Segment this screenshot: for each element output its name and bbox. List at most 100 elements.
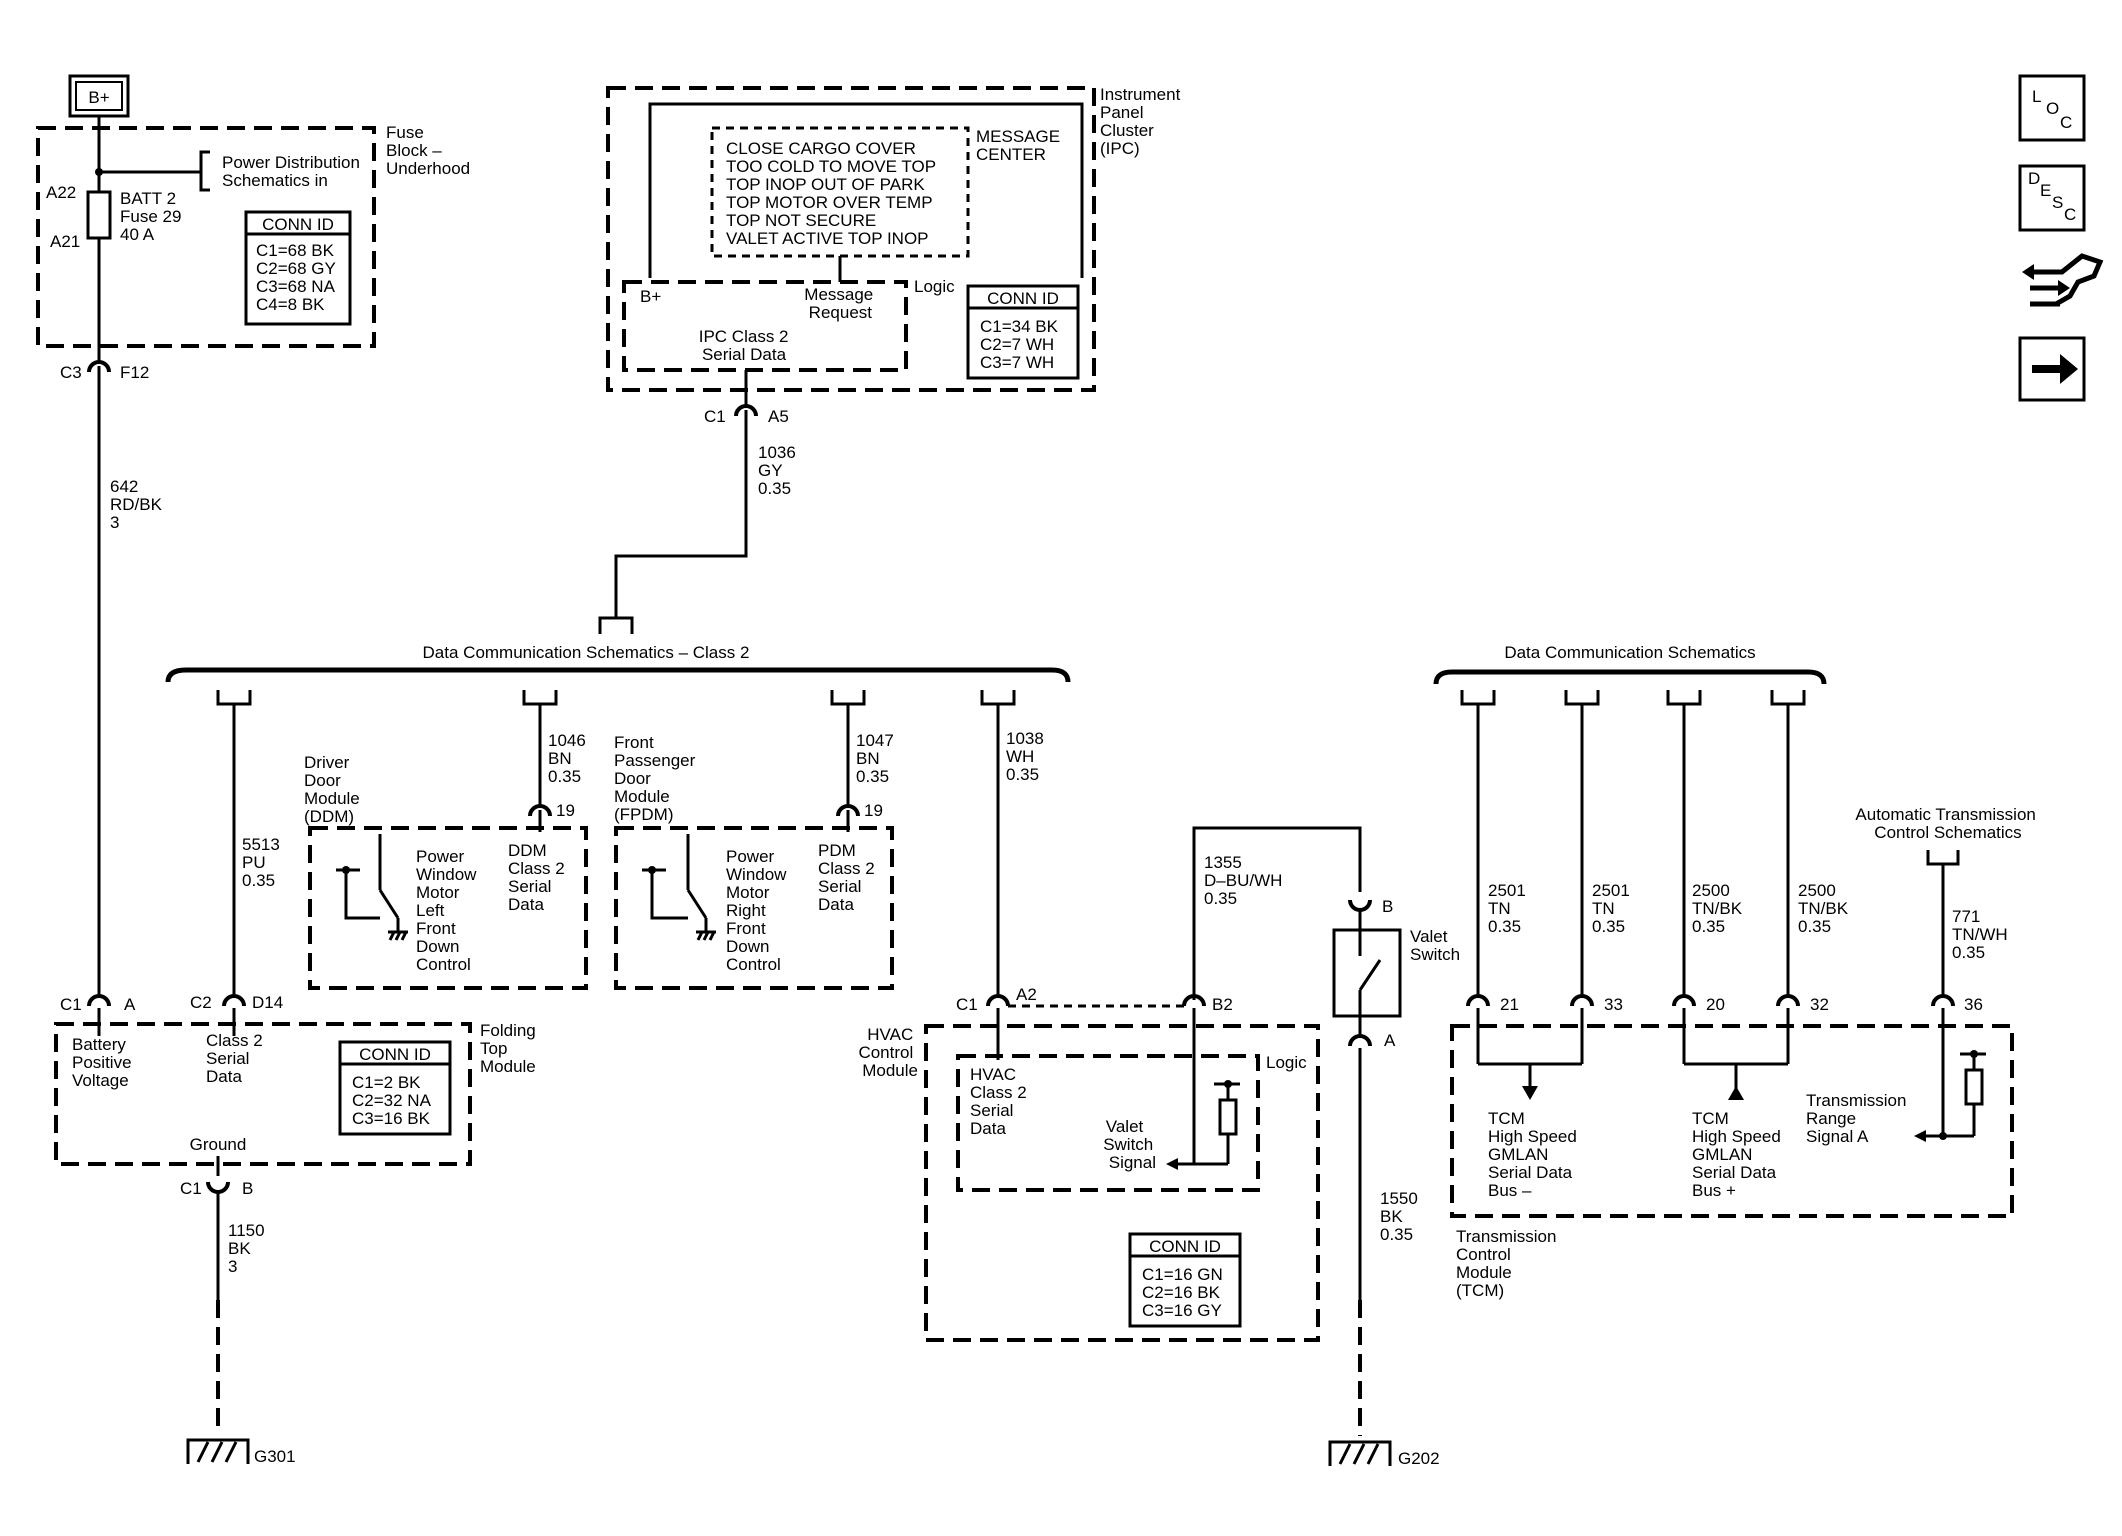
fpdm-motor-switch-icon (642, 834, 716, 941)
hvac-valet-signal-label: Valet Switch Signal (1103, 1117, 1158, 1172)
ddm-serial-label: DDM Class 2 Serial Data (508, 841, 569, 914)
desc-letter-c: C (2064, 205, 2076, 224)
folding-top-boundary (54, 1022, 472, 1166)
ftm-c1-connector-icon (87, 994, 111, 1007)
class2-bus-label[interactable]: Data Communication Schematics – Class 2 (423, 643, 750, 662)
power-distribution-ref[interactable]: Power Distribution Schematics in (222, 153, 365, 190)
loc-letter-o: O (2046, 99, 2059, 118)
ddm-motor-label: Power Window Motor Left Front Down Contr… (416, 847, 481, 974)
ipc-logic-box (622, 280, 908, 372)
valet-switch-box[interactable] (1332, 928, 1402, 1018)
valet-a-connector-icon (1348, 1034, 1372, 1047)
wire-1550-label: 1550 BK 0.35 (1380, 1189, 1423, 1244)
ipc-serial-label: IPC Class 2 Serial Data (699, 327, 793, 364)
auto-trans-ref[interactable]: Automatic Transmission Control Schematic… (1855, 805, 2040, 842)
ground-g301-icon (186, 1438, 250, 1464)
ftm-ground-pin: B (242, 1179, 253, 1198)
loc-letter-l: L (2032, 87, 2041, 106)
message-center-label: MESSAGE CENTER (976, 127, 1065, 164)
ipc-boundary (606, 86, 1096, 392)
ground-g301-label: G301 (254, 1447, 296, 1466)
right-arrow-icon (2060, 354, 2078, 384)
fuse-conn-id-list: C1=68 BK C2=68 GY C3=68 NA C4=8 BK (256, 241, 340, 314)
c3-connector-icon (87, 360, 111, 373)
tcm-title: Transmission Control Module (TCM) (1456, 1227, 1561, 1300)
tcm-bus-plus-arrow-icon (1728, 1086, 1744, 1100)
hvac-serial-label: HVAC Class 2 Serial Data (970, 1065, 1031, 1138)
hvac-pin-b2: B2 (1212, 995, 1233, 1014)
hvac-logic-box (956, 1054, 1260, 1192)
tcm-bus-minus-label: TCM High Speed GMLAN Serial Data Bus – (1488, 1109, 1582, 1200)
loc-letter-c: C (2060, 113, 2072, 132)
ipc-conn-id-list: C1=34 BK C2=7 WH C3=7 WH (980, 317, 1063, 372)
ddm-boundary (308, 826, 588, 990)
ftm-battery-label: Battery Positive Voltage (72, 1035, 136, 1090)
fpdm-serial-label: PDM Class 2 Serial Data (818, 841, 879, 914)
ftm-conn-id-box (338, 1040, 452, 1136)
ddm-connector-icon (528, 804, 552, 817)
hvac-logic-label: Logic (1266, 1053, 1307, 1072)
wire-1150-label: 1150 BK 3 (228, 1221, 269, 1276)
desc-button[interactable]: D E S C (2018, 164, 2086, 232)
tcm-bus-plus-label: TCM High Speed GMLAN Serial Data Bus + (1692, 1109, 1786, 1200)
ipc-connector-icon (734, 404, 758, 417)
fpdm-connector-icon (836, 804, 860, 817)
tcm-range-label: Transmission Range Signal A (1806, 1091, 1911, 1146)
desc-letter-s: S (2052, 193, 2063, 212)
hvac-pin-a2: A2 (1016, 985, 1037, 1004)
ipc-connector: C1 (704, 407, 726, 426)
loc-button[interactable]: L O C (2018, 74, 2086, 142)
gmlan-bus-label[interactable]: Data Communication Schematics (1504, 643, 1755, 662)
tcm-pin32-connector-icon (1776, 994, 1800, 1007)
ftm-serial-label: Class 2 Serial Data (206, 1031, 267, 1086)
power-dist-ref-bracket (199, 150, 210, 192)
ftm-pin-c2: C2 (190, 993, 212, 1012)
ground-g202-label: G202 (1398, 1449, 1440, 1468)
folding-top-title: Folding Top Module (480, 1021, 541, 1076)
fpdm-motor-label: Power Window Motor Right Front Down Cont… (726, 847, 791, 974)
ftm-ground-label: Ground (190, 1135, 247, 1154)
ftm-conn-id-list: C1=2 BK C2=32 NA C3=16 BK (352, 1073, 435, 1128)
tcm-pin-21: 21 (1500, 995, 1519, 1014)
tcm-pin-32: 32 (1810, 995, 1829, 1014)
valet-pin-a: A (1384, 1031, 1396, 1050)
fuse-block-title: Fuse Block – Underhood (386, 123, 470, 178)
gmlan-bus-bar (1433, 669, 1827, 685)
hvac-title: HVAC Control Module (858, 1025, 918, 1080)
wire-1355 (1192, 826, 1362, 1000)
wire-1036 (614, 410, 748, 618)
splice-bracket-ipc (598, 616, 634, 634)
wire-2500-b-label: 2500 TN/BK 0.35 (1798, 881, 1853, 936)
ipc-messages: CLOSE CARGO COVER TOO COLD TO MOVE TOP T… (726, 139, 940, 248)
ipc-pin: A5 (768, 407, 789, 426)
tcm-pin36-connector-icon (1931, 994, 1955, 1007)
tcm-pin20-connector-icon (1672, 994, 1696, 1007)
ftm-conn-id-title: CONN ID (359, 1045, 431, 1064)
next-arrow-button[interactable] (2018, 336, 2086, 402)
wire-5513-label: 5513 PU 0.35 (242, 835, 285, 890)
tcm-pullup-resistor-icon (1914, 1050, 1986, 1142)
ipc-message-request: Message Request (804, 285, 878, 322)
ftm-pin-c1: C1 (60, 995, 82, 1014)
ipc-internal-wire (648, 102, 1084, 278)
hvac-boundary (924, 1024, 1320, 1342)
ftm-pin-a: A (124, 995, 136, 1014)
fuse-out-pin: F12 (120, 363, 149, 382)
ground-g202-icon (1328, 1440, 1392, 1466)
connector-harness-icon[interactable] (2022, 253, 2104, 307)
ipc-title: Instrument Panel Cluster (IPC) (1100, 85, 1185, 158)
ipc-conn-id-title: CONN ID (987, 289, 1059, 308)
fuse-pin-a21: A21 (50, 232, 80, 251)
tcm-pin21-connector-icon (1466, 994, 1490, 1007)
fuse-icon (86, 190, 112, 240)
wire-2501-b-label: 2501 TN 0.35 (1592, 881, 1635, 936)
ftm-ground-connector: C1 (180, 1179, 202, 1198)
hvac-pin-c1: C1 (956, 995, 978, 1014)
fuse-pin-a22: A22 (46, 183, 76, 202)
ipc-conn-id-box (966, 284, 1080, 380)
fuse-block-boundary (36, 126, 376, 348)
valet-switch-contact-icon (1358, 959, 1382, 991)
wire-642-label: 642 RD/BK 3 (110, 477, 167, 532)
